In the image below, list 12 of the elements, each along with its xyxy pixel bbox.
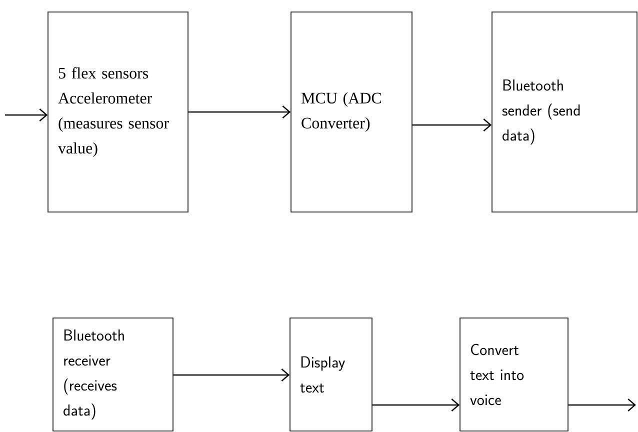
arrow <box>412 118 492 132</box>
arrow <box>173 368 290 382</box>
process-box: 5 flex sensors Accelerometer (measures sensor value) <box>48 12 188 212</box>
process-box: Convert text into voice <box>460 318 568 432</box>
arrow <box>568 398 636 412</box>
process-box: Bluetooth sender (send data) <box>492 12 638 212</box>
process-box: Bluetooth receiver (receives data) <box>52 318 174 432</box>
process-box: MCU (ADC Converter) <box>290 12 412 212</box>
arrow <box>188 106 291 118</box>
arrow <box>5 108 48 122</box>
process-box: Display text <box>290 318 372 432</box>
arrow <box>372 398 460 412</box>
